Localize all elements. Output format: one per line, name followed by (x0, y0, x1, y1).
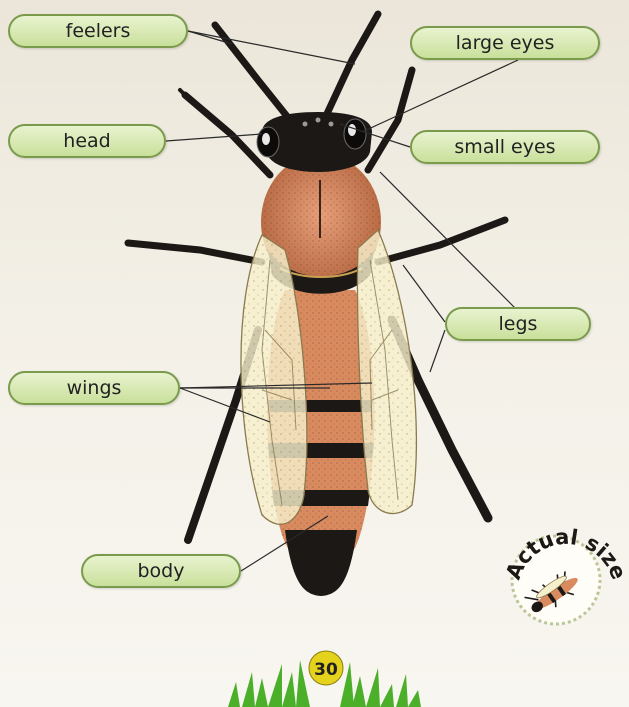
label-head: head (8, 124, 166, 158)
label-legs: legs (445, 307, 591, 341)
label-wings: wings (8, 371, 180, 405)
small-eye (303, 122, 308, 127)
small-eye (316, 118, 321, 123)
label-large-eyes: large eyes (410, 26, 600, 60)
page-number: 30 (314, 660, 338, 680)
bee-head (257, 112, 372, 172)
label-body: body (81, 554, 241, 588)
small-eye (329, 122, 334, 127)
label-feelers: feelers (8, 14, 188, 48)
feelers-group (215, 14, 378, 120)
label-small-eyes: small eyes (410, 130, 600, 164)
